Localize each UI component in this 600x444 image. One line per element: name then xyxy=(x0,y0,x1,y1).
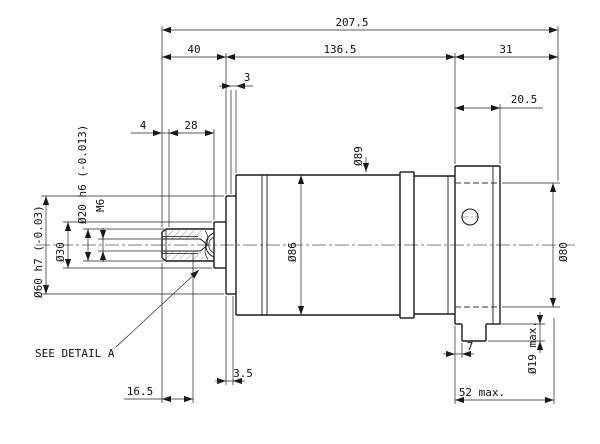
dim-body-diameter: Ø86 xyxy=(286,242,299,262)
dim-keyway-start: 4 xyxy=(140,119,147,132)
hatch-area-bottom xyxy=(164,251,205,260)
dim-front-gap: 3 xyxy=(244,71,251,84)
shaft-section-detail xyxy=(162,230,215,260)
dim-keyway-length: 28 xyxy=(184,119,197,132)
extension-lines xyxy=(41,26,560,404)
keyway-arc-outer xyxy=(205,232,215,258)
dim-rear-diameter: Ø80 xyxy=(557,242,570,262)
centerline xyxy=(36,216,575,246)
dimension-labels: 207.5 40 136.5 31 3 20.5 4 28 Ø20 h6 (-0… xyxy=(32,16,570,399)
dim-rear-total: 52 max. xyxy=(459,386,505,399)
dim-shaft-length: 40 xyxy=(187,43,200,56)
dim-body-length: 136.5 xyxy=(323,43,356,56)
dim-tapped-hole: M6 xyxy=(94,199,107,212)
dim-shaft-diameter: Ø20 h6 (-0.013) xyxy=(76,125,89,224)
dim-ring-diameter: Ø89 xyxy=(352,146,365,166)
dim-connector-diameter: Ø19 max. xyxy=(526,321,539,374)
hatch-area-top xyxy=(164,230,205,239)
keyway-arc-inner xyxy=(208,236,215,254)
bolt-hole-circle xyxy=(461,208,479,226)
dim-rear-length: 31 xyxy=(499,43,512,56)
drill-cone xyxy=(200,238,209,252)
detail-leader xyxy=(115,269,200,348)
hidden-lines xyxy=(455,182,500,308)
dim-stub-offset: 7 xyxy=(467,340,474,353)
dimension-lines xyxy=(42,26,558,404)
dim-pilot-diameter: Ø60 h7 (-0.03) xyxy=(32,205,45,298)
dim-thread-depth: 16.5 xyxy=(127,385,154,398)
detail-note: SEE DETAIL A xyxy=(35,347,115,360)
part-outline xyxy=(161,165,501,342)
break-line xyxy=(204,230,209,260)
dim-flange-thickness: 3.5 xyxy=(233,367,253,380)
dim-collar-diameter: Ø30 xyxy=(54,242,67,262)
dim-overall-length: 207.5 xyxy=(335,16,368,29)
dim-rear-flange-depth: 20.5 xyxy=(511,93,538,106)
